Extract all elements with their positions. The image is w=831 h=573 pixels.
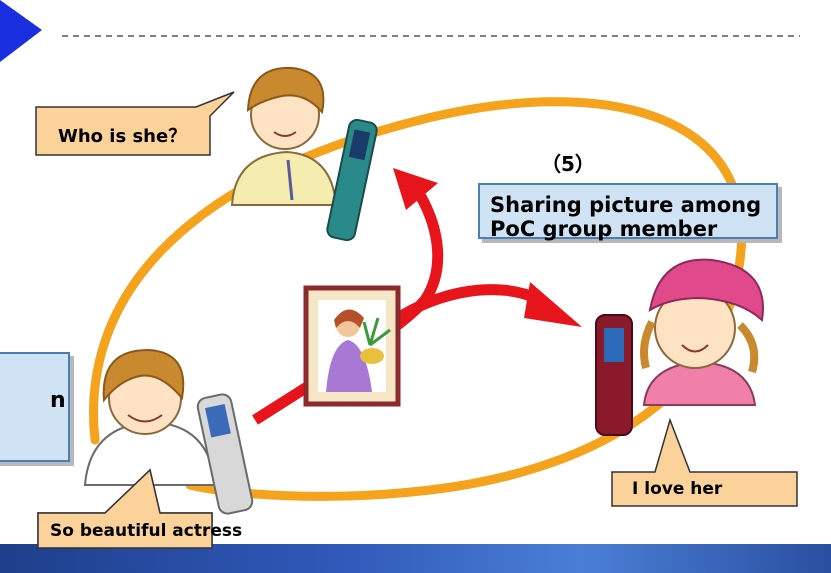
left-box-text: n: [50, 388, 66, 413]
bubble-bottom-right: [611, 417, 798, 507]
nav-arrow-icon: [0, 0, 42, 62]
bubble-top-left-text: Who is she？: [58, 126, 187, 147]
info-box: Sharing picture among PoC group member: [478, 183, 778, 241]
left-info-box: n: [0, 352, 70, 462]
phone-icon: [326, 118, 378, 242]
footer-bar: [0, 544, 831, 573]
bubble-top-left: [35, 91, 235, 156]
share-arrow-up-head: [393, 168, 438, 210]
step-label: （5）: [541, 152, 595, 176]
girl-right-icon: [640, 258, 764, 406]
phone-icon: [196, 393, 254, 515]
phone-icon: [595, 314, 633, 436]
share-arrow-right-head: [524, 282, 582, 327]
person-top-icon: [230, 66, 338, 206]
bubble-bottom-right-text: I love her: [632, 479, 723, 499]
bubble-bottom-center-text: So beautiful actress: [50, 521, 243, 541]
picture-frame-icon: [303, 285, 401, 407]
info-box-line1: Sharing picture among: [490, 193, 762, 217]
info-box-line2: PoC group member: [490, 217, 718, 241]
person-left-icon: [83, 348, 217, 486]
share-arrow-right: [391, 284, 543, 325]
